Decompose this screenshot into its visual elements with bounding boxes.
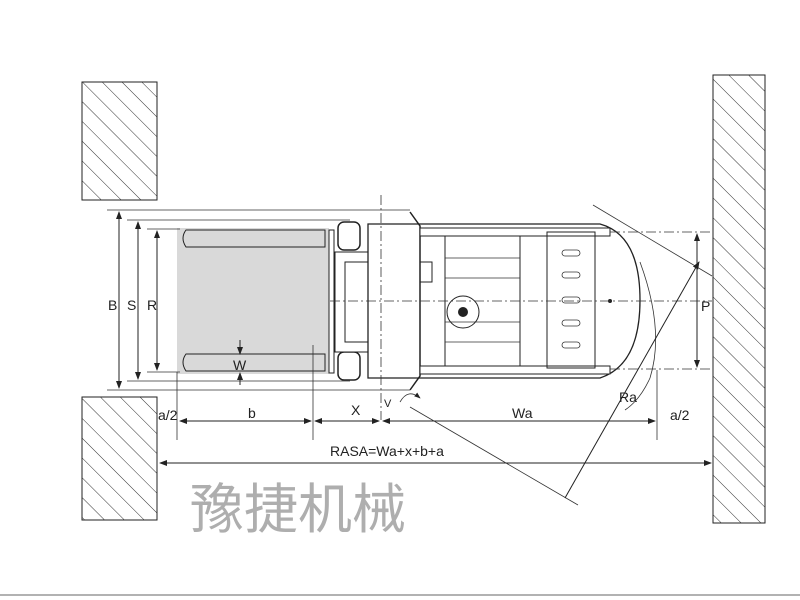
- label-X: X: [351, 402, 361, 418]
- fork-bottom: [182, 353, 326, 372]
- wall-right: [712, 74, 766, 524]
- label-B: B: [108, 297, 117, 313]
- label-b: b: [248, 405, 256, 421]
- label-W: W: [233, 357, 247, 373]
- label-Wa: Wa: [512, 405, 533, 421]
- dimension-Ra: [564, 261, 700, 499]
- label-S: S: [127, 297, 136, 313]
- label-Ra: Ra: [619, 389, 637, 405]
- fork-top: [182, 229, 326, 248]
- label-a-half-left: a/2: [158, 407, 178, 423]
- label-a-half-right: a/2: [670, 407, 690, 423]
- turning-arc: [624, 261, 657, 411]
- watermark: 豫捷机械: [190, 478, 406, 541]
- formula-RASA: RASA=Wa+x+b+a: [330, 443, 444, 459]
- label-V: V: [384, 398, 392, 410]
- label-R: R: [147, 297, 157, 313]
- label-P: P: [701, 298, 710, 314]
- wall-top-left: [81, 81, 158, 201]
- wall-bottom-left: [81, 396, 158, 521]
- load-area: [177, 228, 329, 374]
